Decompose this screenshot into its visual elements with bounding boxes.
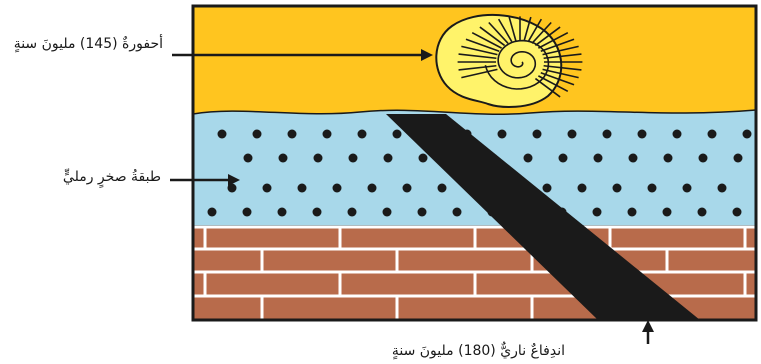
sand-dot <box>384 154 393 163</box>
sand-dot <box>683 184 692 193</box>
sand-dot <box>638 130 647 139</box>
intrusion-label: اندِفاعٌ ناريٌّ (180) مليونَ سنةٍ <box>392 343 565 359</box>
sand-dot <box>298 184 307 193</box>
sand-dot <box>393 130 402 139</box>
sand-dot <box>418 208 427 217</box>
sand-dot <box>278 208 287 217</box>
sand-dot <box>559 154 568 163</box>
sand-dot <box>578 184 587 193</box>
sand-dot <box>288 130 297 139</box>
intrusion-arrow <box>642 320 654 344</box>
sand-dot <box>208 208 217 217</box>
sand-dot <box>718 184 727 193</box>
sand-dot <box>733 208 742 217</box>
sand-dot <box>333 184 342 193</box>
sand-dot <box>603 130 612 139</box>
sandstone-label: طبقةُ صخرٍ رمليٍّ <box>63 169 161 185</box>
sand-dot <box>594 154 603 163</box>
sand-dot <box>279 154 288 163</box>
sand-dot <box>244 154 253 163</box>
sand-dot <box>358 130 367 139</box>
sand-dot <box>314 154 323 163</box>
sand-dot <box>593 208 602 217</box>
sand-dot <box>743 130 752 139</box>
sand-dot <box>628 208 637 217</box>
sand-dot <box>648 184 657 193</box>
sand-dot <box>253 130 262 139</box>
sand-dot <box>524 154 533 163</box>
sand-dot <box>498 130 507 139</box>
sand-dot <box>533 130 542 139</box>
sand-dot <box>349 154 358 163</box>
sand-dot <box>663 208 672 217</box>
sand-dot <box>543 184 552 193</box>
sand-dot <box>419 154 428 163</box>
sand-dot <box>383 208 392 217</box>
sand-dot <box>243 208 252 217</box>
sand-dot <box>263 184 272 193</box>
sand-dot <box>673 130 682 139</box>
sand-dot <box>403 184 412 193</box>
sand-dot <box>629 154 638 163</box>
sand-dot <box>368 184 377 193</box>
sand-dot <box>323 130 332 139</box>
sand-dot <box>438 184 447 193</box>
sand-dot <box>218 130 227 139</box>
sand-dot <box>664 154 673 163</box>
sand-dot <box>613 184 622 193</box>
fossil-label: أحفورةٌ (145) مليونَ سنةٍ <box>14 36 163 52</box>
sand-dot <box>568 130 577 139</box>
sand-dot <box>698 208 707 217</box>
sand-dot <box>313 208 322 217</box>
sand-dot <box>708 130 717 139</box>
sand-dot <box>699 154 708 163</box>
sand-dot <box>734 154 743 163</box>
sand-dot <box>453 208 462 217</box>
sand-dot <box>348 208 357 217</box>
